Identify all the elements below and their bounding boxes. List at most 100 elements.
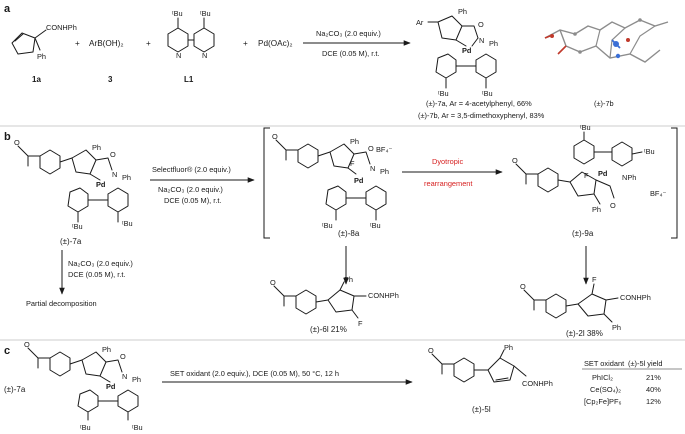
intermediate-9a: ᵗBu ᵗBu Pd F NPh BF₄⁻ O Ph O (512, 123, 666, 214)
xray-label: (±)-7b (594, 99, 614, 108)
ph-label: Ph (489, 39, 498, 48)
o-label: O (520, 282, 526, 291)
ph-label: Ph (92, 143, 101, 152)
table-row-oxidant: PhICl₂ (592, 373, 613, 382)
oxidant-table: SET oxidant (±)-5l yield PhICl₂ 21% Ce(S… (582, 359, 682, 406)
n-label: N (122, 372, 127, 381)
conditions-a-2: DCE (0.05 M), r.t. (322, 49, 380, 58)
o-label: O (24, 340, 30, 349)
n-label: N (176, 51, 181, 60)
table-row-yield: 21% (646, 373, 661, 382)
pd-reagent: Pd(OAc)₂ (258, 39, 293, 48)
o-label: O (478, 20, 484, 29)
table-row-oxidant: Ce(SO₄)₂ (590, 385, 621, 394)
dyotropic-label-1: Dyotropic (432, 157, 464, 166)
plus-1: + (75, 39, 80, 48)
tbu-label: ᵗBu (322, 221, 333, 230)
compound-7a: O Ph O Pd N Ph ᵗBu ᵗBu (14, 138, 133, 231)
ph-label: Ph (458, 7, 467, 16)
o-label: O (272, 132, 278, 141)
table-row-oxidant: [Cp₂Fe]PF₆ (584, 397, 621, 406)
table-header-yield: (±)-5l yield (628, 359, 662, 368)
control-conditions-2: DCE (0.05 M), r.t. (68, 270, 126, 279)
compound-7a-panel-c: O Ph O Pd N Ph ᵗBu ᵗBu (24, 340, 143, 432)
product-6l: O Ph CONHPh F (270, 275, 399, 328)
boronic-acid: ArB(OH)₂ (89, 39, 124, 48)
n-label: N (202, 51, 207, 60)
conditions-c: SET oxidant (2.0 equiv.), DCE (0.05 M), … (170, 369, 339, 378)
tbu-label: ᵗBu (370, 221, 381, 230)
reagent-b-1: Selectfluor® (2.0 equiv.) (152, 165, 231, 174)
label-2l: (±)-2l 38% (566, 329, 603, 338)
o-label: O (120, 352, 126, 361)
panel-label-b: b (4, 131, 11, 143)
o-label: O (110, 150, 116, 159)
f-label: F (358, 319, 363, 328)
label-9a: (±)-9a (572, 229, 594, 238)
bracket-left (263, 127, 270, 239)
table-header-oxidant: SET oxidant (584, 359, 624, 368)
control-conditions-1: Na₂CO₃ (2.0 equiv.) (68, 259, 133, 268)
product-7a-yield: (±)-7a, Ar = 4-acetylphenyl, 66% (426, 99, 532, 108)
bf4-label: BF₄⁻ (650, 189, 666, 198)
conditions-a-1: Na₂CO₃ (2.0 equiv.) (316, 29, 381, 38)
dyotropic-label-2: rearrangement (424, 179, 472, 188)
table-row-yield: 12% (646, 397, 661, 406)
ph-label: Ph (612, 323, 621, 332)
nh-label: NPh (622, 173, 636, 182)
tbu-label: ᵗBu (200, 9, 211, 18)
ph-label: Ph (592, 205, 601, 214)
ar-label: Ar (416, 18, 424, 27)
palladacycle-7: Ar Ph O Pd N Ph ᵗBu ᵗBu (416, 7, 498, 98)
label-1a: 1a (32, 75, 41, 84)
label-7a-c: (±)-7a (4, 385, 26, 394)
amide-label: CONHPh (522, 379, 553, 388)
tbu-label: ᵗBu (644, 147, 655, 156)
pd-label: Pd (354, 176, 364, 185)
o-label: O (270, 278, 276, 287)
label-3: 3 (108, 75, 113, 84)
n-label: N (370, 164, 375, 173)
bracket-right (671, 127, 678, 239)
amide-label: CONHPh (620, 293, 651, 302)
tbu-label: ᵗBu (580, 123, 591, 132)
o-label: O (428, 346, 434, 355)
ph-label: Ph (37, 52, 46, 61)
bf4-label: BF₄⁻ (376, 145, 392, 154)
panel-label-c: c (4, 345, 10, 357)
o-label: O (610, 201, 616, 210)
ph-label: Ph (504, 343, 513, 352)
ph-label: Ph (122, 173, 131, 182)
reagent-b-3: DCE (0.05 M), r.t. (164, 196, 222, 205)
pd-label: Pd (598, 169, 608, 178)
n-label: N (479, 36, 484, 45)
product-7b-yield: (±)-7b, Ar = 3,5-dimethoxyphenyl, 83% (418, 111, 545, 120)
o-label: O (368, 144, 374, 153)
f-label: F (350, 159, 355, 168)
o-label: O (14, 138, 20, 147)
plus-3: + (243, 39, 248, 48)
pd-label: Pd (96, 180, 106, 189)
tbu-label: ᵗBu (482, 89, 493, 98)
tbu-label: ᵗBu (72, 222, 83, 231)
table-row-yield: 40% (646, 385, 661, 394)
label-7a: (±)-7a (60, 237, 82, 246)
tbu-label: ᵗBu (122, 219, 133, 228)
label-6l: (±)-6l 21% (310, 325, 347, 334)
xray-structure-7b (544, 18, 669, 63)
product-5l: O Ph CONHPh (428, 343, 553, 388)
ligand-l1: ᵗBu ᵗBu N N (167, 9, 215, 60)
compound-1a: Ph CONHPh (11, 23, 77, 61)
tbu-label: ᵗBu (132, 423, 143, 432)
pd-label: Pd (462, 46, 472, 55)
o-label: O (512, 156, 518, 165)
reagent-b-2: Na₂CO₃ (2.0 equiv.) (158, 185, 223, 194)
ph-label: Ph (132, 375, 141, 384)
f-label: F (584, 171, 589, 180)
intermediate-8a: O Ph O F Pd N Ph BF₄⁻ ᵗBu ᵗBu (272, 132, 392, 230)
product-2l: O F CONHPh Ph (520, 275, 651, 332)
partial-decomposition: Partial decomposition (26, 299, 97, 308)
tbu-label: ᵗBu (172, 9, 183, 18)
pd-label: Pd (106, 382, 116, 391)
